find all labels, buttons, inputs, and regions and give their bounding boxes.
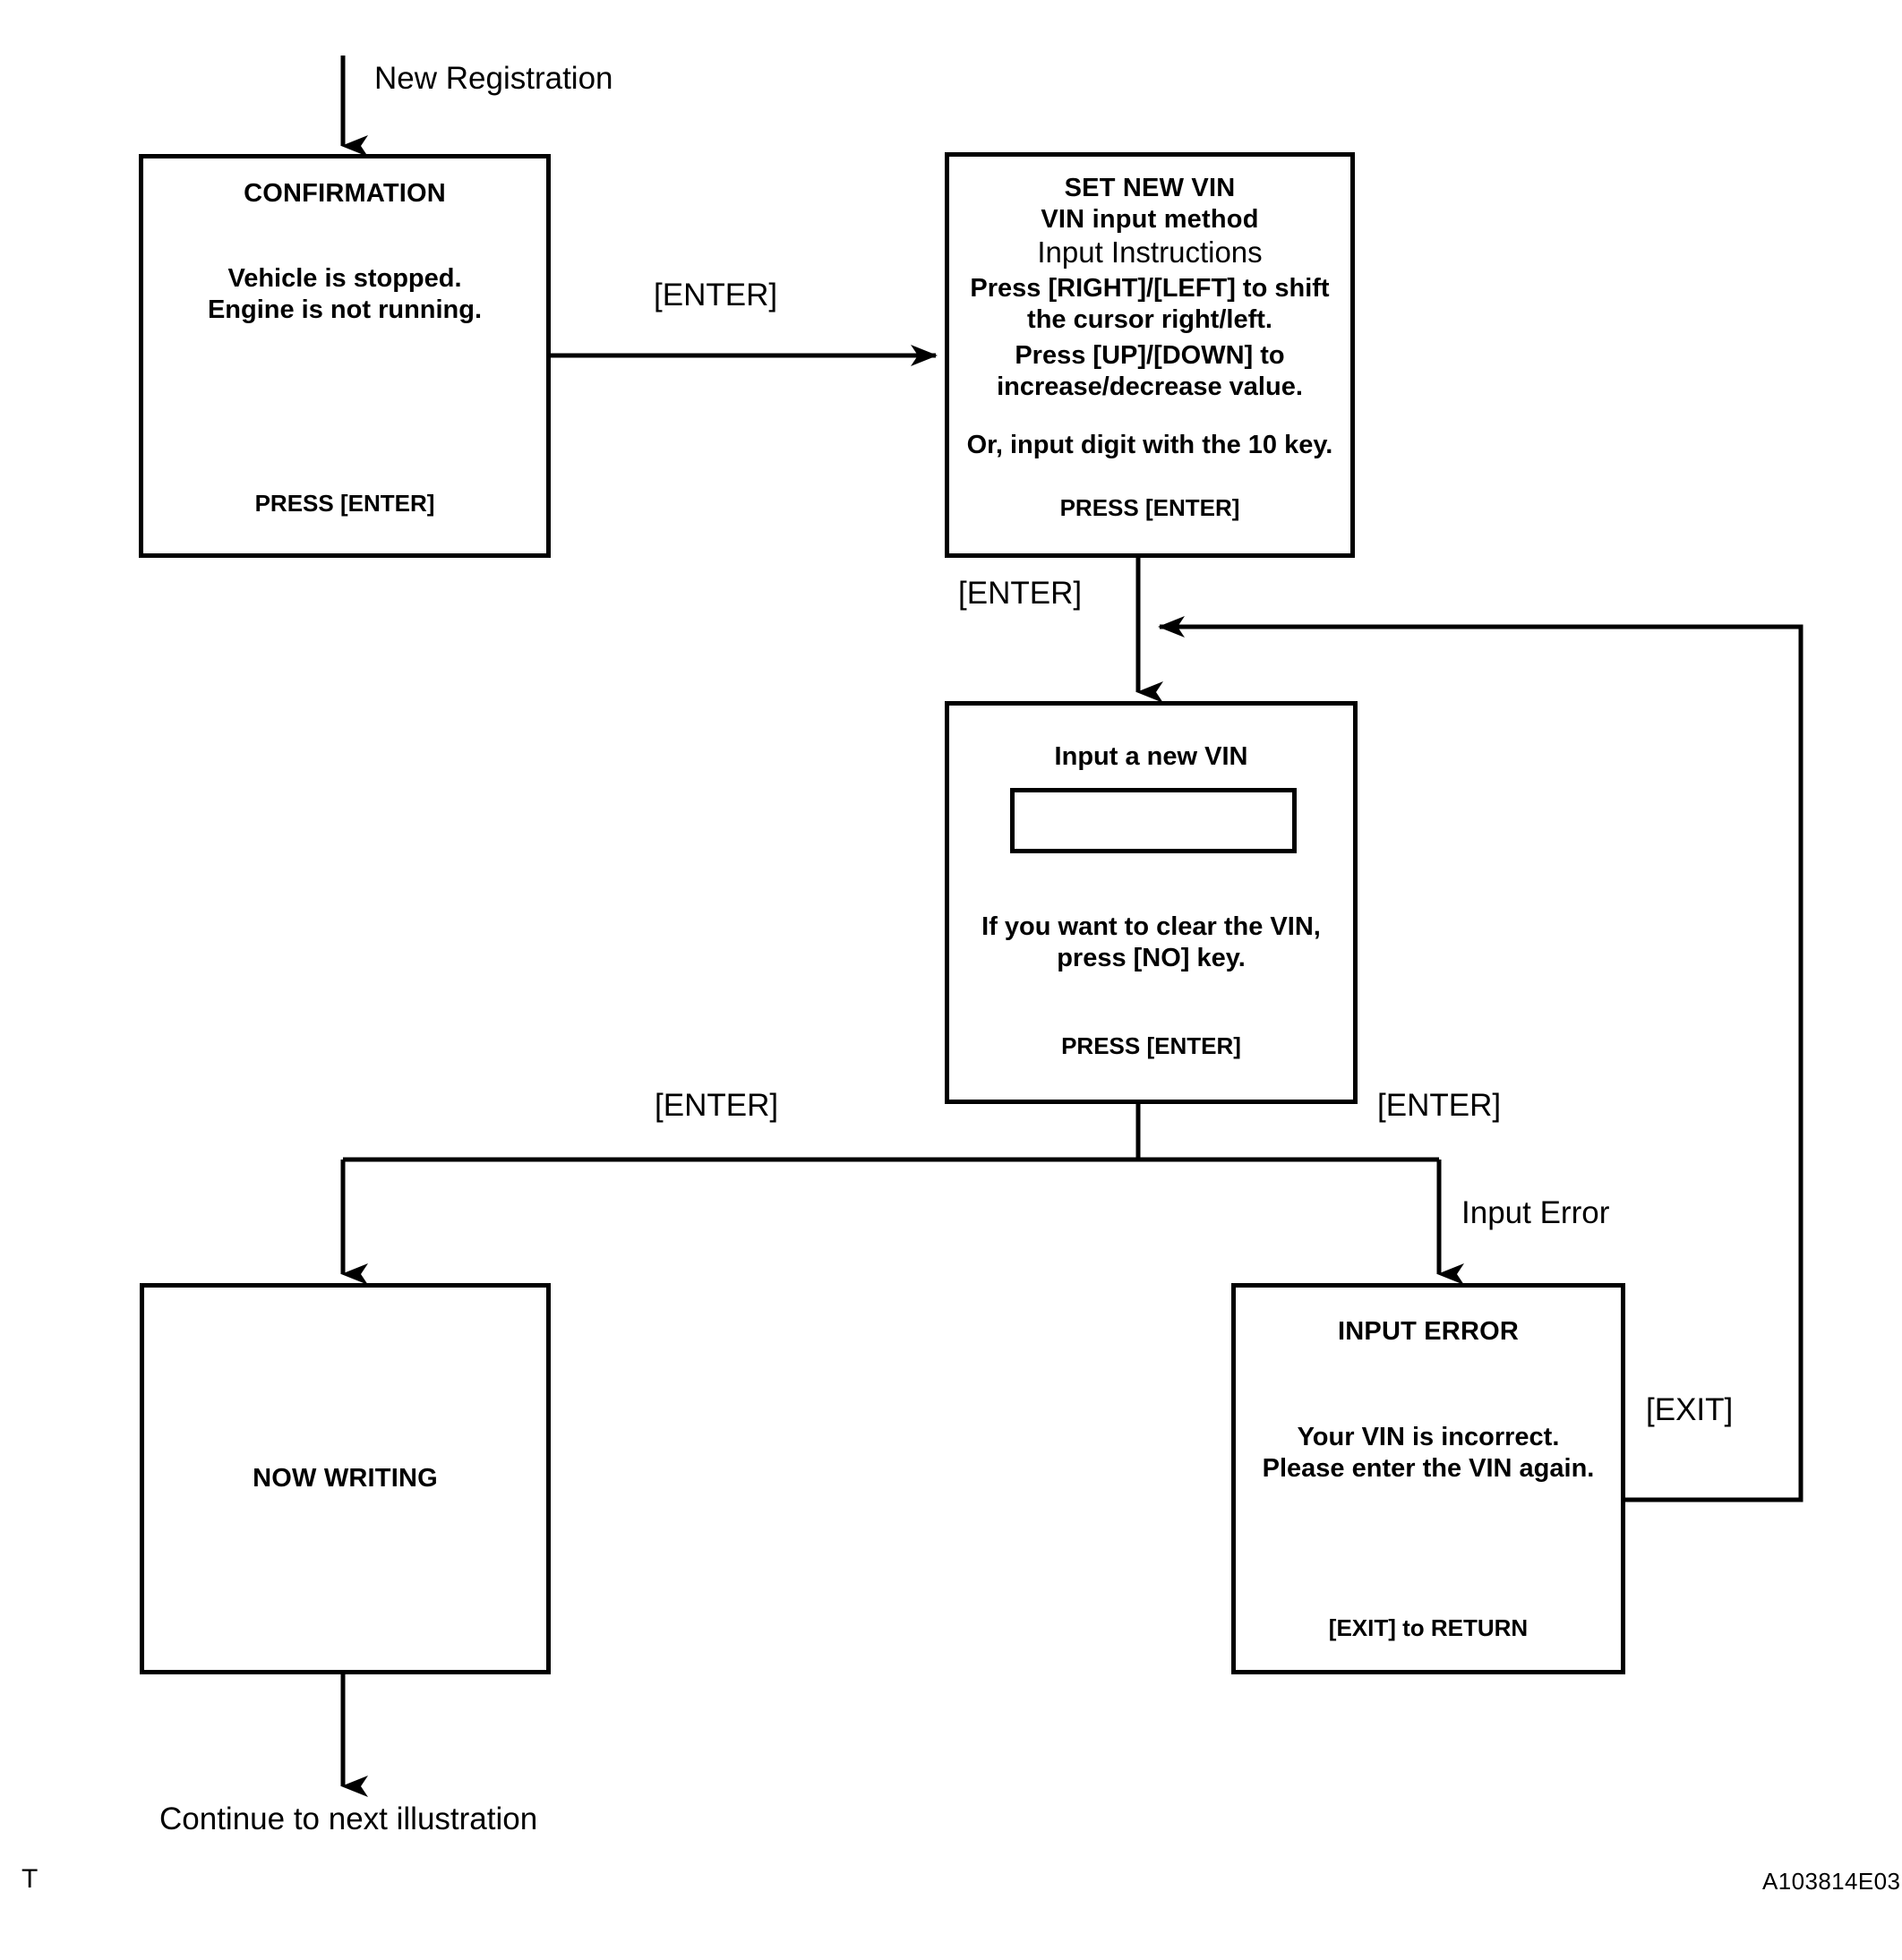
setvin-body-line-1: Press [RIGHT]/[LEFT] to shift (970, 274, 1330, 303)
setvin-body-line-4: increase/decrease value. (997, 372, 1303, 401)
setvin-note: Or, input digit with the 10 key. (966, 431, 1333, 459)
node-input-new-vin: Input a new VIN If you want to clear the… (945, 701, 1358, 1104)
inputvin-footer: PRESS [ENTER] (1061, 1032, 1241, 1059)
node-input-error: INPUT ERROR Your VIN is incorrect. Pleas… (1231, 1283, 1625, 1674)
inputvin-body-line-1: If you want to clear the VIN, (981, 912, 1321, 941)
inputvin-body-line-2: press [NO] key. (1057, 944, 1246, 972)
vin-input-field[interactable] (1010, 788, 1297, 853)
setvin-body-line-2: the cursor right/left. (1027, 305, 1272, 334)
edge-label-error-return: [EXIT] (1646, 1392, 1734, 1427)
inputvin-title: Input a new VIN (1054, 742, 1248, 771)
entry-label: New Registration (374, 61, 613, 96)
node-confirmation: CONFIRMATION Vehicle is stopped. Engine … (139, 154, 551, 558)
inputerror-body-line-1: Your VIN is incorrect. (1297, 1423, 1560, 1451)
edge-label-input-error-branch: Input Error (1461, 1195, 1610, 1230)
inputerror-title: INPUT ERROR (1338, 1317, 1519, 1346)
node-now-writing: NOW WRITING (140, 1283, 551, 1674)
setvin-footer: PRESS [ENTER] (1059, 494, 1240, 521)
confirmation-footer: PRESS [ENTER] (254, 490, 435, 517)
exit-label: Continue to next illustration (159, 1802, 538, 1836)
inputerror-footer: [EXIT] to RETURN (1328, 1614, 1529, 1641)
corner-mark: T (21, 1864, 39, 1894)
setvin-heading: Input Instructions (1037, 235, 1263, 269)
confirmation-body-line-2: Engine is not running. (207, 295, 483, 324)
edge-label-inputvin-to-nowwriting: [ENTER] (655, 1088, 779, 1123)
setvin-subtitle: VIN input method (1041, 205, 1259, 234)
setvin-title: SET NEW VIN (1064, 174, 1236, 202)
edge-label-confirmation-to-setvin: [ENTER] (654, 278, 778, 312)
edge-error-return-loop (1158, 616, 1803, 1502)
reference-code: A103814E03 (1762, 1868, 1901, 1895)
confirmation-title: CONFIRMATION (244, 179, 446, 208)
confirmation-body-line-1: Vehicle is stopped. (227, 264, 462, 293)
inputerror-body-line-2: Please enter the VIN again. (1262, 1454, 1595, 1483)
edge-label-setvin-to-inputvin: [ENTER] (958, 576, 1083, 611)
setvin-body-line-3: Press [UP]/[DOWN] to (1015, 341, 1285, 370)
edge-label-inputvin-to-error: [ENTER] (1377, 1088, 1502, 1123)
nowwriting-title: NOW WRITING (253, 1464, 438, 1493)
node-set-new-vin: SET NEW VIN VIN input method Input Instr… (945, 152, 1355, 558)
